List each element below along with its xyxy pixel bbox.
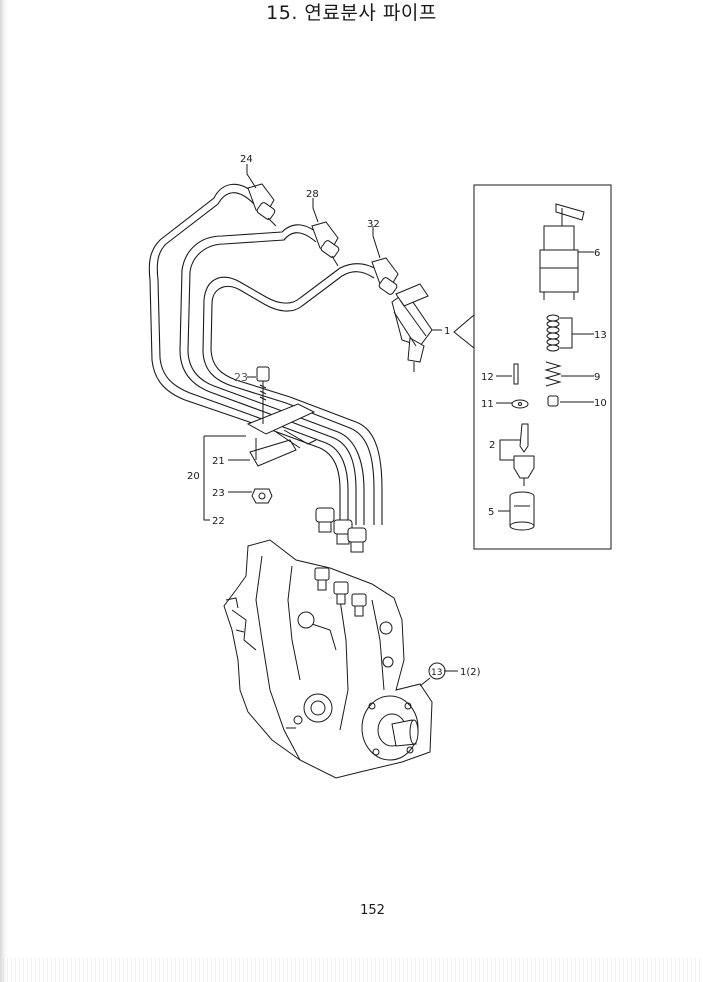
spring-9 — [544, 361, 562, 387]
pipe-fitting-32 — [371, 257, 399, 295]
detail-box-pointer — [453, 314, 475, 349]
injector-nozzle-holder — [391, 283, 433, 372]
callout-2: 2 — [489, 440, 495, 451]
callout-10: 10 — [594, 398, 607, 409]
page-title: 15. 연료분사 파이프 — [266, 2, 437, 24]
pipe-clamp-bracket — [246, 403, 317, 467]
callout-pump-ref: 1(2) — [460, 667, 481, 678]
injection-pump-body — [223, 539, 433, 779]
shim-stack-13 — [546, 314, 560, 352]
injector-detail-box — [473, 184, 612, 550]
page-number: 152 — [360, 903, 385, 918]
callout-1: 1 — [444, 326, 450, 337]
callout-21: 21 — [212, 456, 225, 467]
callout-circle-13 — [428, 662, 446, 680]
callout-32: 32 — [367, 219, 380, 230]
callout-13-circled: 13 — [431, 668, 442, 678]
callout-5: 5 — [488, 507, 494, 518]
pin-12 — [513, 363, 519, 385]
callout-24: 24 — [240, 154, 253, 165]
callout-20: 20 — [187, 471, 200, 482]
pipe-fitting-24 — [247, 183, 277, 227]
clamp-nut-23 — [251, 488, 273, 504]
nozzle-holder-body-6 — [539, 203, 585, 300]
callout-22: 22 — [212, 516, 225, 527]
clamp-bolt-23-top — [256, 366, 270, 424]
pipe-fitting-28 — [311, 221, 340, 267]
callout-12: 12 — [481, 372, 494, 383]
scan-edge-shadow — [0, 0, 7, 982]
callout-23: 23 — [212, 488, 225, 499]
scan-bottom-noise — [0, 958, 703, 982]
nozzle-nut-5 — [509, 491, 535, 531]
callout-9: 9 — [594, 372, 600, 383]
callout-6: 6 — [594, 248, 600, 259]
nozzle-2 — [513, 423, 535, 486]
callout-labels: 24 28 32 23 1 6 13 12 9 11 10 2 5 20 21 … — [187, 154, 607, 680]
retainer-10 — [547, 395, 559, 407]
spacer-11 — [511, 399, 529, 409]
pipe-lower-fittings — [315, 507, 367, 553]
leader-lines — [203, 164, 594, 687]
injection-pipes — [148, 183, 383, 525]
callout-13: 13 — [594, 330, 607, 341]
callout-28: 28 — [306, 189, 319, 200]
callout-11: 11 — [481, 399, 494, 410]
callout-23-top: 23 — [234, 371, 248, 384]
